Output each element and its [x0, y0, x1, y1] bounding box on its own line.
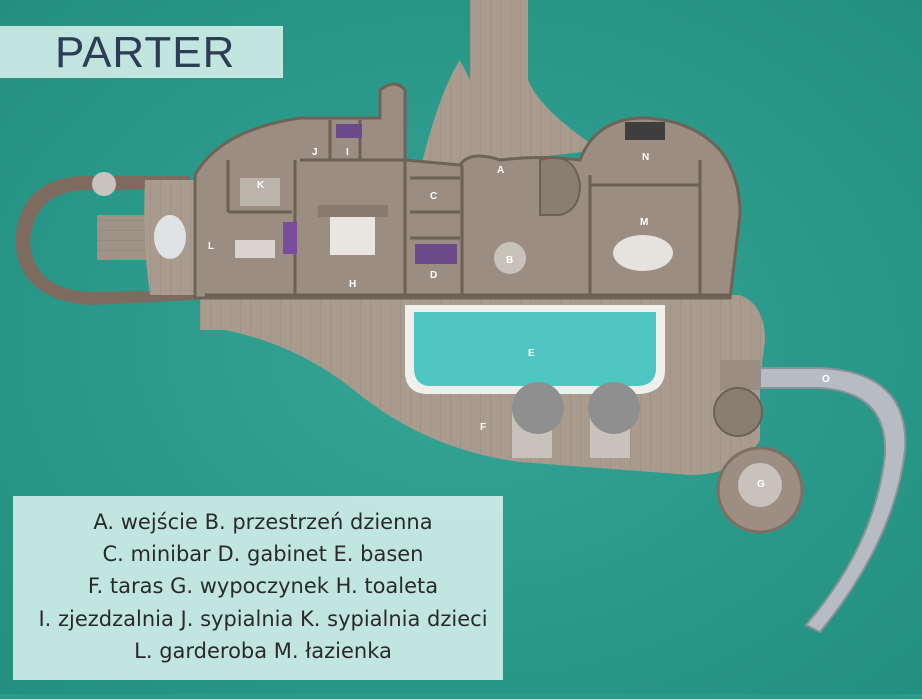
page-title: PARTER: [55, 28, 236, 77]
lounge-circle: [716, 446, 804, 534]
room-label-f: F: [480, 422, 486, 433]
seating-circle-icon: [494, 242, 526, 274]
bed-icon: [330, 215, 375, 255]
room-label-e: E: [528, 348, 535, 359]
room-label-g: G: [757, 479, 765, 490]
legend-line-1: A. wejście B. przestrzeń dzienna: [93, 510, 433, 534]
room-label-m: M: [640, 217, 648, 228]
room-label-h: H: [349, 279, 356, 290]
title-panel: PARTER: [0, 26, 283, 78]
bathtub-icon: [154, 215, 186, 259]
stairs-icon: [539, 156, 582, 216]
legend-line-5: L. garderoba M. łazienka: [134, 639, 392, 663]
legend-line-4: I. zjezdzalnia J. sypialnia K. sypialnia…: [38, 607, 488, 631]
room-label-o: O: [822, 374, 830, 385]
umbrella-icons: [512, 382, 640, 458]
tub-deck: [97, 180, 200, 295]
room-label-n: N: [642, 152, 649, 163]
room-label-d: D: [430, 270, 437, 281]
desk-icon: [415, 244, 457, 264]
purple-sofa-icon: [283, 222, 297, 254]
room-labels: A B C D E F G H I J K L M N O: [208, 147, 830, 490]
room-label-l: L: [208, 241, 214, 252]
entry-walkway: [420, 0, 600, 170]
bathtub-icon: [613, 235, 673, 271]
legend-panel: A. wejście B. przestrzeń dzienna C. mini…: [13, 496, 503, 680]
legend-line-2: C. minibar D. gabinet E. basen: [102, 542, 424, 566]
room-label-i: I: [346, 147, 349, 158]
main-building: [193, 82, 742, 300]
legend-line-3: F. taras G. wypoczynek H. toaleta: [87, 574, 439, 598]
sofa-icon: [235, 240, 275, 258]
room-label-a: A: [497, 165, 504, 176]
room-label-c: C: [430, 191, 437, 202]
room-label-b: B: [506, 255, 513, 266]
water-slide: [713, 360, 907, 634]
room-label-k: K: [257, 180, 265, 191]
room-label-j: J: [312, 147, 318, 158]
